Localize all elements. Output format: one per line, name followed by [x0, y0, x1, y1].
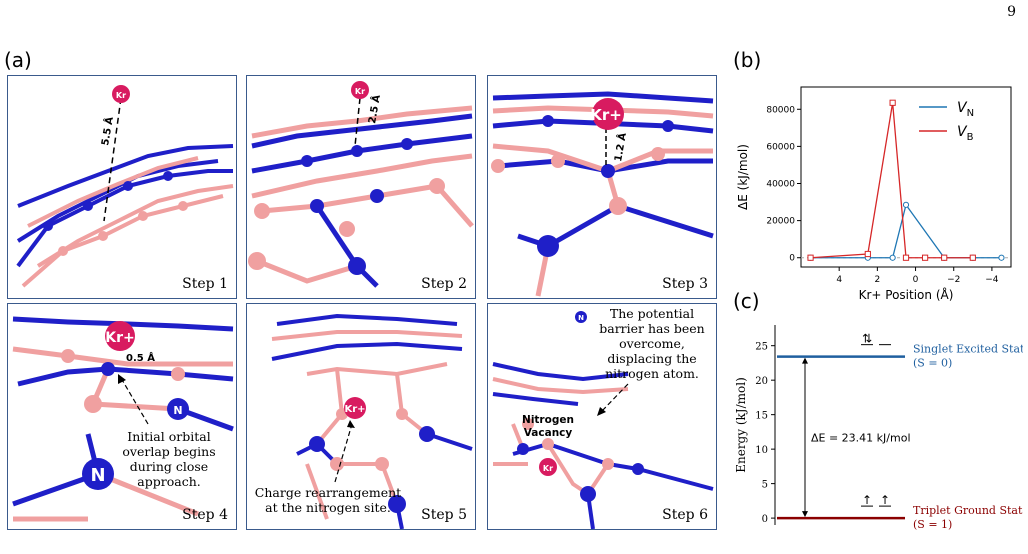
y-tick-label: 20 [755, 376, 768, 387]
step-4-structure: N N Kr+ 0.5 Å [12, 316, 234, 522]
energy-level-spin: (S = 1) [913, 518, 952, 531]
data-point [902, 254, 910, 261]
y-tick-label: 0 [789, 254, 795, 264]
data-point [807, 254, 814, 261]
data-point [889, 254, 896, 261]
step-4-panel: N N Kr+ 0.5 Å Initial orbital overlap be… [7, 303, 237, 530]
spin-up-icon: ↑ [862, 493, 872, 507]
y-tick-label: 20000 [766, 217, 795, 227]
kr-ion-symbol: Kr+ [105, 330, 134, 346]
y-tick-label: 80000 [766, 105, 795, 115]
data-point [969, 254, 976, 261]
kr-symbol: Kr [543, 464, 553, 473]
n-symbol: N [90, 465, 105, 486]
data-point [921, 254, 929, 261]
step-2-label: Step 2 [421, 276, 467, 292]
step-3-structure: Kr+ 1.2 Å [491, 91, 714, 297]
data-point [864, 250, 871, 258]
x-tick-label: −4 [985, 275, 999, 285]
step-5-panel: Kr+ Charge rearrangement at the nitrogen… [246, 303, 476, 530]
x-tick-label: 0 [913, 275, 919, 285]
gap-arrowhead [802, 357, 808, 364]
y-axis-label: ΔE (kJ/mol) [736, 144, 750, 210]
step-1-structure: Kr 5.5 Å [16, 85, 234, 288]
panel-label-a: (a) [4, 48, 32, 72]
step-5-structure: Kr+ [271, 313, 473, 529]
step-4-annotation: Initial orbital overlap begins during cl… [122, 429, 216, 489]
x-tick-label: −2 [947, 275, 960, 285]
data-point [902, 201, 910, 208]
spin-pair-icon: ⇅ [862, 332, 872, 346]
step-3-panel: Kr+ 1.2 Å Step 3 [487, 75, 717, 299]
kr-ion-symbol: Kr+ [590, 106, 622, 124]
page-number: 9 [1007, 4, 1016, 20]
panel-label-c: (c) [733, 289, 760, 313]
step-2-panel: Kr 2.5 Å Step 2 [246, 75, 476, 299]
gap-label: ΔE = 23.41 kJ/mol [811, 431, 911, 444]
data-point [889, 99, 896, 106]
legend-subscript: N [967, 108, 974, 119]
plot-frame [800, 86, 1012, 268]
energy-profile-chart: 0 20000 40000 60000 80000 4 2 0 −2 −4Kr+ Position… [736, 86, 1012, 302]
legend-label: VN [957, 100, 974, 119]
step-1-label: Step 1 [182, 276, 228, 292]
kr-symbol: Kr [116, 91, 126, 100]
step-4-distance: 0.5 Å [126, 351, 155, 364]
legend-label: VB [957, 124, 974, 143]
step-1-panel: Kr 5.5 Å Step 1 [7, 75, 237, 299]
y-axis-label: Energy (kJ/mol) [734, 377, 748, 473]
data-point [998, 254, 1005, 261]
gap-arrowhead [802, 511, 808, 518]
x-axis-label: Kr+ Position (Å) [859, 287, 954, 302]
y-tick-label: 5 [762, 480, 768, 491]
x-tick-label: 4 [836, 275, 842, 285]
data-point [941, 254, 948, 261]
step-6-label: Step 6 [662, 507, 708, 523]
series-line-V_B [810, 102, 973, 259]
energy-level-spin: (S = 0) [913, 357, 952, 370]
step-6-annotation: The potential barrier has been overcome,… [599, 306, 705, 381]
legend-subscript: B [967, 132, 974, 143]
kr-symbol: Kr [355, 87, 365, 96]
y-tick-label: 60000 [766, 142, 795, 152]
panel-label-b: (b) [733, 48, 762, 72]
y-tick-label: 10 [755, 445, 768, 456]
series-line-V_N [810, 203, 1002, 259]
kr-ion-symbol: Kr+ [344, 404, 365, 415]
y-tick-label: 0 [762, 514, 768, 525]
spin-up-icon: ↑ [880, 493, 890, 507]
kr-atom [112, 85, 130, 103]
y-tick-label: 15 [755, 411, 768, 422]
step-6-structure: N Kr [492, 311, 714, 529]
step-3-label: Step 3 [662, 276, 708, 292]
step-6-panel: N Kr The potential barrier has been over… [487, 303, 717, 530]
nitrogen-vacancy-label: Nitrogen Vacancy [522, 414, 574, 439]
step-3-distance: 1.2 Å [611, 132, 629, 163]
energy-level-name: Singlet Excited State [913, 343, 1023, 356]
x-tick-label: 2 [874, 275, 880, 285]
y-tick-label: 25 [755, 342, 768, 353]
step-5-label: Step 5 [421, 507, 467, 523]
step-1-distance: 5.5 Å [98, 116, 116, 147]
step-2-structure: Kr 2.5 Å [248, 81, 474, 288]
step-5-annotation: Charge rearrangement at the nitrogen sit… [254, 485, 402, 515]
energy-level-name: Triplet Ground State [913, 504, 1023, 517]
n-symbol: N [578, 314, 584, 322]
y-tick-label: 40000 [766, 179, 795, 189]
n-symbol: N [173, 404, 182, 417]
step-4-label: Step 4 [182, 507, 228, 523]
